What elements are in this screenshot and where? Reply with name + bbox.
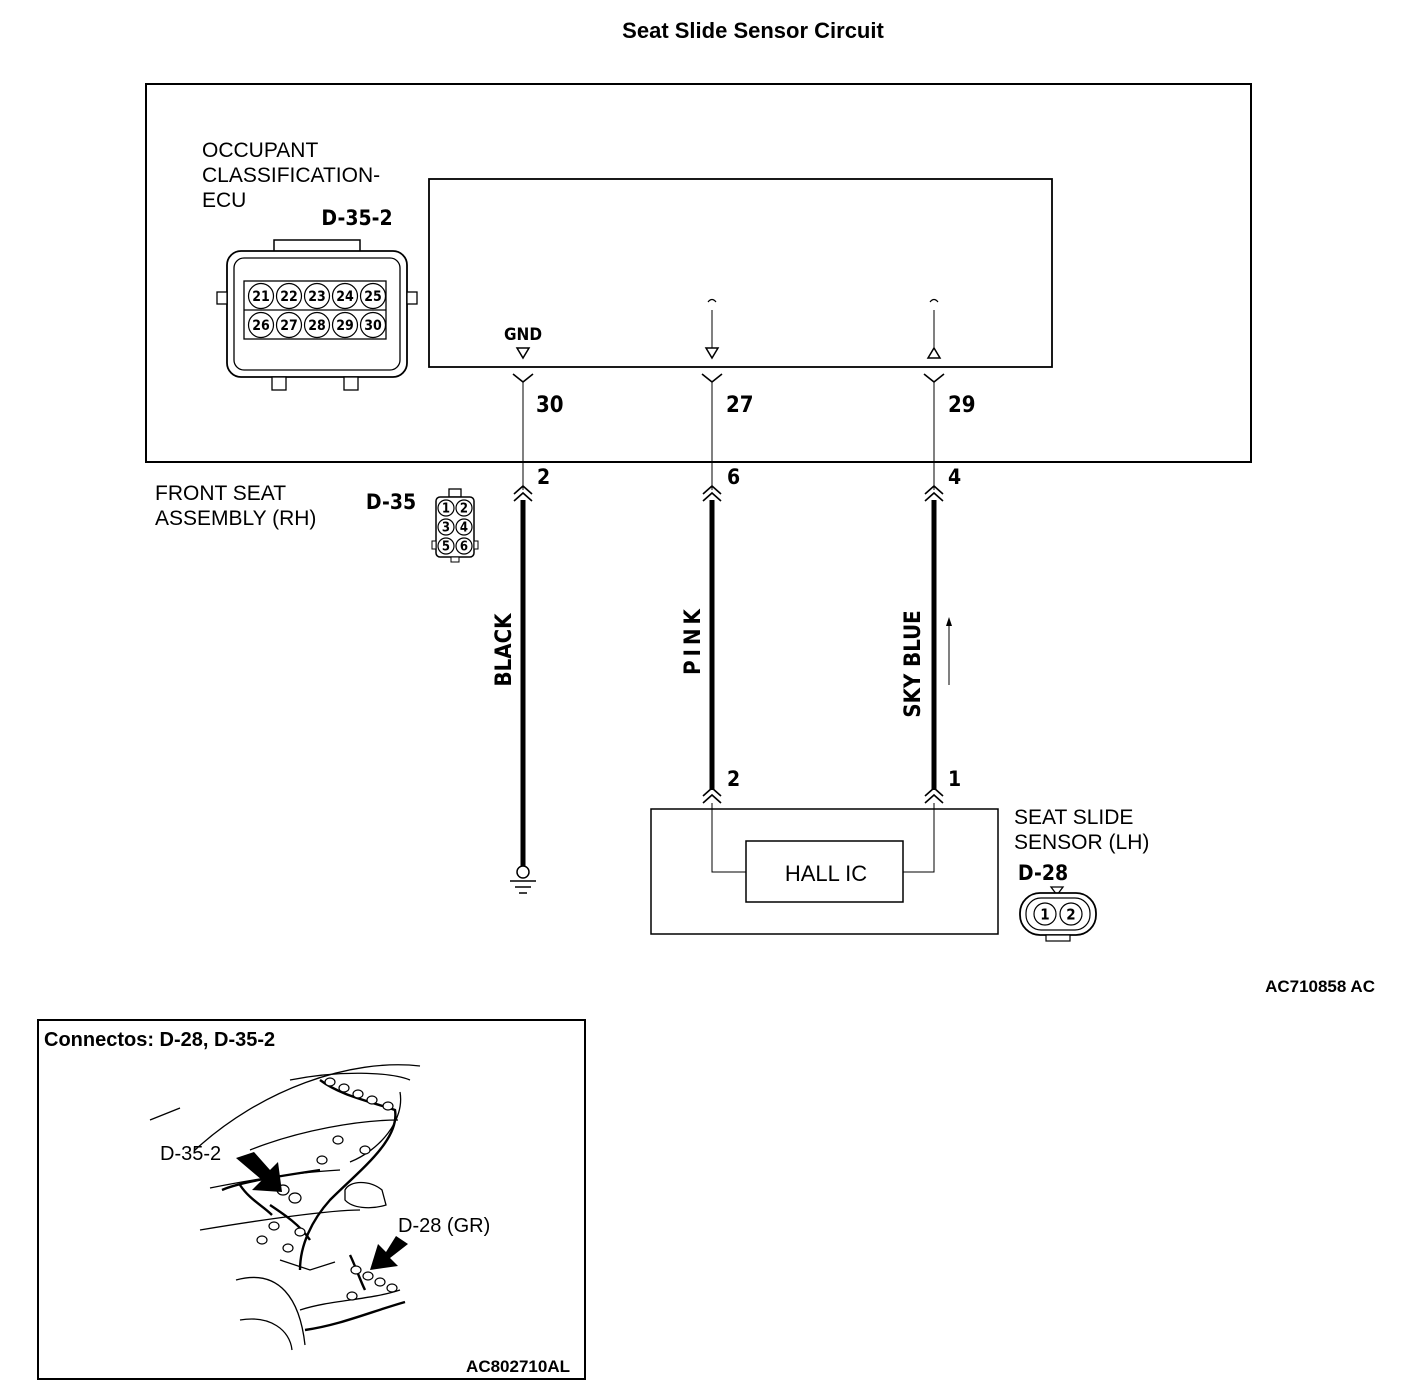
d28-terminal-1: 1: [948, 767, 961, 791]
pin-29-break-icon: [929, 298, 939, 303]
d35-terminal-6: 6: [727, 465, 740, 489]
ecu-terminal-29: 29: [948, 393, 976, 418]
connector-pin-number: 5: [442, 540, 450, 555]
ecu-terminal-27: 27: [726, 393, 754, 418]
d28-connector-face: [1019, 886, 1097, 942]
connector-pin-number: 28: [308, 318, 326, 334]
wire-color-black: BLACK: [492, 613, 517, 687]
d35-connector-chevrons: [513, 484, 944, 502]
vehicle-interior-illustration: [149, 1064, 421, 1351]
gnd-terminal-symbol: [515, 347, 531, 360]
internal-harness-wires: [522, 382, 935, 490]
connector-pin: [331, 311, 359, 339]
connector-pin-number: 23: [308, 289, 326, 305]
connector-pin-number: 2: [460, 502, 468, 517]
connector-pin-number: 24: [336, 289, 354, 305]
connector-pin-number: 1: [442, 502, 450, 517]
callout-d28-arrow-icon: [370, 1236, 408, 1270]
connector-pin: [437, 518, 455, 536]
sensor-internal-wires: [711, 803, 935, 873]
sensor-label-line-2: SENSOR (LH): [1014, 831, 1149, 854]
d35-terminal-2: 2: [537, 465, 550, 489]
connector-pin: [1059, 902, 1083, 926]
connector-pin-number: 27: [280, 318, 298, 334]
callout-d35-2-arrow-icon: [236, 1152, 282, 1192]
connector-pin: [359, 282, 387, 310]
d28-terminal-2: 2: [727, 767, 740, 791]
seat-slide-sensor-box: [650, 808, 999, 935]
ecu-label-line-3: ECU: [202, 189, 246, 212]
connector-pin-number: 29: [336, 318, 354, 334]
connector-blobs: [256, 1077, 398, 1301]
ecu-connector-id: D-35-2: [321, 206, 392, 230]
hall-ic-label: HALL IC: [785, 861, 867, 886]
connector-pin: [275, 311, 303, 339]
ecu-label-line-2: CLASSIFICATION-: [202, 164, 380, 187]
connector-pin: [359, 311, 387, 339]
signal-direction-arrow: [946, 617, 952, 685]
connector-pin: [275, 282, 303, 310]
pin-27-input-symbol: [704, 347, 720, 360]
connector-pin: [455, 537, 473, 555]
connector-pin-number: 22: [280, 289, 298, 305]
connector-pin-number: 2: [1066, 905, 1075, 923]
front-seat-label-line-2: ASSEMBLY (RH): [155, 507, 316, 530]
ecu-terminal-chevrons: [512, 373, 945, 384]
connector-pin-number: 21: [252, 289, 270, 305]
connector-pin: [455, 499, 473, 517]
connector-location-inset: [37, 1019, 586, 1380]
connector-pin-number: 26: [252, 318, 270, 334]
connector-pin: [331, 282, 359, 310]
callout-d28-label: D-28 (GR): [398, 1215, 490, 1237]
connector-pin: [437, 537, 455, 555]
connector-pin: [437, 499, 455, 517]
connector-pin: [303, 282, 331, 310]
sensor-label-line-1: SEAT SLIDE: [1014, 806, 1133, 829]
d35-connector-id: D-35: [366, 490, 416, 514]
wire-harness-illustration: [221, 1079, 406, 1332]
gnd-label: GND: [504, 325, 542, 345]
connector-pin-number: 6: [460, 540, 468, 555]
pin-29-output-symbol: [926, 346, 942, 359]
d35-terminal-4: 4: [948, 465, 961, 489]
inset-title: Connectos: D-28, D-35-2: [44, 1029, 275, 1051]
wire-color-pink: PINK: [681, 605, 706, 675]
connector-pin: [1033, 902, 1057, 926]
connector-pin-number: 1: [1040, 905, 1049, 923]
connector-pin-number: 4: [460, 521, 468, 536]
pin-27-break-icon: [707, 298, 717, 303]
d28-connector-chevrons: [702, 786, 944, 804]
ecu-connector-pins: 21 22 23 24 25 26 27 28 29 30: [247, 282, 387, 339]
ecu-box: [428, 178, 1053, 368]
wire-color-sky-blue: SKY BLUE: [901, 610, 926, 717]
front-seat-label-line-1: FRONT SEAT: [155, 482, 286, 505]
connector-pin-number: 25: [364, 289, 382, 305]
hall-ic-box: [745, 840, 904, 903]
connector-pin: [303, 311, 331, 339]
callout-d35-2-label: D-35-2: [160, 1143, 221, 1165]
harness-wires: [520, 500, 937, 866]
connector-pin-number: 30: [364, 318, 382, 334]
ecu-label-line-1: OCCUPANT: [202, 139, 318, 162]
inset-figure-code: AC802710AL: [466, 1357, 570, 1376]
diagram-title: Seat Slide Sensor Circuit: [622, 18, 884, 43]
connector-pin: [247, 311, 275, 339]
figure-code: AC710858 AC: [1265, 977, 1375, 996]
connector-pin: [247, 282, 275, 310]
connector-pin-number: 3: [442, 521, 450, 536]
ecu-terminal-30: 30: [536, 393, 564, 418]
ground-icon: [510, 865, 536, 894]
d28-connector-id: D-28: [1018, 861, 1068, 885]
connector-pin: [455, 518, 473, 536]
front-seat-assembly-box: [145, 83, 1252, 463]
